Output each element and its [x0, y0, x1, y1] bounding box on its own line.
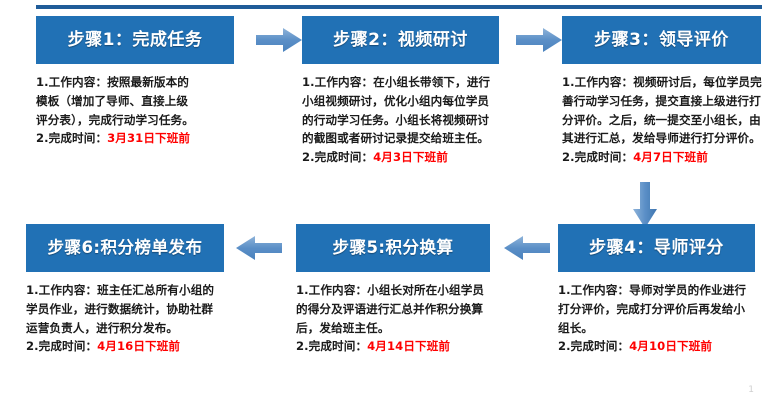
step-6-deadline-value: 4月16日下班前 — [97, 339, 181, 354]
step-2-deadline-label: 2.完成时间： — [302, 150, 374, 165]
step-3-title: 步骤3：领导评价 — [562, 16, 761, 64]
step-4-body-line-1: 1.工作内容：导师对学员的作业进行 — [558, 283, 747, 297]
step-5-title: 步骤5:积分换算 — [296, 224, 490, 272]
step-card-5[interactable]: 步骤5:积分换算 1.工作内容：小组长对所在小组学员 的得分及评语进行汇总并作积… — [296, 224, 490, 356]
step-2-title: 步骤2：视频研讨 — [302, 16, 499, 64]
step-2-body-line-4: 的截图或者研讨记录提交给班主任。 — [302, 131, 490, 146]
step-2-deadline-row: 2.完成时间：4月3日下班前 — [302, 148, 534, 167]
arrow-step2-step3-icon — [516, 27, 562, 53]
step-2-body-line-2: 小组视频研讨，优化小组内每位学员 — [302, 93, 490, 108]
step-6-body-line-3: 运营负责人，进行积分发布。 — [26, 320, 179, 335]
step-5-deadline-row: 2.完成时间：4月14日下班前 — [296, 337, 512, 356]
step-6-body-line-1: 1.工作内容：班主任汇总所有小组的 — [26, 283, 215, 297]
step-card-6[interactable]: 步骤6:积分榜单发布 1.工作内容：班主任汇总所有小组的 学员作业，进行数据统计… — [26, 224, 224, 356]
step-2-body: 1.工作内容：在小组长带领下，进行 小组视频研讨，优化小组内每位学员 的行动学习… — [302, 64, 534, 167]
step-1-deadline-row: 2.完成时间：3月31日下班前 — [36, 129, 248, 148]
step-3-body-line-2: 善行动学习任务，提交直接上级进行打 — [562, 93, 761, 108]
step-4-body-line-2: 打分评价，完成打分评价后再发给小 — [558, 301, 746, 316]
step-card-4[interactable]: 步骤4：导师评分 1.工作内容：导师对学员的作业进行 打分评价，完成打分评价后再… — [558, 224, 755, 356]
step-3-body: 1.工作内容：视频研讨后，每位学员完 善行动学习任务，提交直接上级进行打 分评价… — [562, 64, 768, 167]
step-2-body-line-1: 1.工作内容：在小组长带领下，进行 — [302, 75, 491, 89]
page-number: 1 — [748, 385, 754, 395]
step-4-deadline-label: 2.完成时间： — [558, 339, 630, 354]
step-5-body: 1.工作内容：小组长对所在小组学员 的得分及评语进行汇总并作积分换算 后，发给班… — [296, 272, 512, 356]
step-card-2[interactable]: 步骤2：视频研讨 1.工作内容：在小组长带领下，进行 小组视频研讨，优化小组内每… — [302, 16, 499, 167]
step-4-title: 步骤4：导师评分 — [558, 224, 755, 272]
arrow-step1-step2-icon — [256, 27, 302, 53]
step-6-title: 步骤6:积分榜单发布 — [26, 224, 224, 272]
step-6-deadline-label: 2.完成时间： — [26, 339, 98, 354]
step-5-deadline-value: 4月14日下班前 — [367, 339, 451, 354]
step-3-deadline-row: 2.完成时间：4月7日下班前 — [562, 148, 768, 167]
arrow-step3-step4-icon — [632, 182, 658, 228]
step-6-body: 1.工作内容：班主任汇总所有小组的 学员作业，进行数据统计，协助社群 运营负责人… — [26, 272, 242, 356]
step-6-body-line-2: 学员作业，进行数据统计，协助社群 — [26, 301, 214, 316]
step-1-title: 步骤1：完成任务 — [36, 16, 234, 64]
step-5-deadline-label: 2.完成时间： — [296, 339, 368, 354]
step-card-3[interactable]: 步骤3：领导评价 1.工作内容：视频研讨后，每位学员完 善行动学习任务，提交直接… — [562, 16, 762, 167]
step-1-deadline-value: 3月31日下班前 — [107, 131, 191, 146]
step-card-1[interactable]: 步骤1：完成任务 1.工作内容：按照最新版本的 模板（增加了导师、直接上级 评分… — [36, 16, 234, 148]
step-1-body: 1.工作内容：按照最新版本的 模板（增加了导师、直接上级 评分表），完成行动学习… — [36, 64, 248, 148]
step-3-deadline-value: 4月7日下班前 — [633, 150, 708, 165]
step-4-deadline-value: 4月10日下班前 — [629, 339, 713, 354]
step-3-body-line-4: 其进行汇总，发给导师进行打分评价。 — [562, 131, 761, 146]
step-6-deadline-row: 2.完成时间：4月16日下班前 — [26, 337, 242, 356]
step-1-deadline-label: 2.完成时间： — [36, 131, 108, 146]
step-1-body-line-1: 1.工作内容：按照最新版本的 — [36, 75, 189, 89]
step-2-deadline-value: 4月3日下班前 — [373, 150, 448, 165]
step-3-deadline-label: 2.完成时间： — [562, 150, 634, 165]
step-2-body-line-3: 的行动学习任务。小组长将视频研讨 — [302, 112, 490, 127]
step-3-body-line-1: 1.工作内容：视频研讨后，每位学员完 — [562, 75, 762, 89]
step-1-body-line-2: 模板（增加了导师、直接上级 — [36, 93, 189, 108]
arrow-step4-step5-icon — [504, 235, 550, 261]
step-5-body-line-1: 1.工作内容：小组长对所在小组学员 — [296, 283, 485, 297]
step-5-body-line-2: 的得分及评语进行汇总并作积分换算 — [296, 301, 484, 316]
step-4-body: 1.工作内容：导师对学员的作业进行 打分评价，完成打分评价后再发给小 组长。 2… — [558, 272, 768, 356]
step-3-body-line-3: 分评价。之后，统一提交至小组长，由 — [562, 112, 761, 127]
step-5-body-line-3: 后，发给班主任。 — [296, 320, 390, 335]
top-divider-rule — [36, 5, 762, 9]
arrow-step5-step6-icon — [236, 235, 282, 261]
step-1-body-line-3: 评分表），完成行动学习任务。 — [36, 112, 194, 127]
step-4-deadline-row: 2.完成时间：4月10日下班前 — [558, 337, 768, 356]
step-4-body-line-3: 组长。 — [558, 320, 594, 335]
